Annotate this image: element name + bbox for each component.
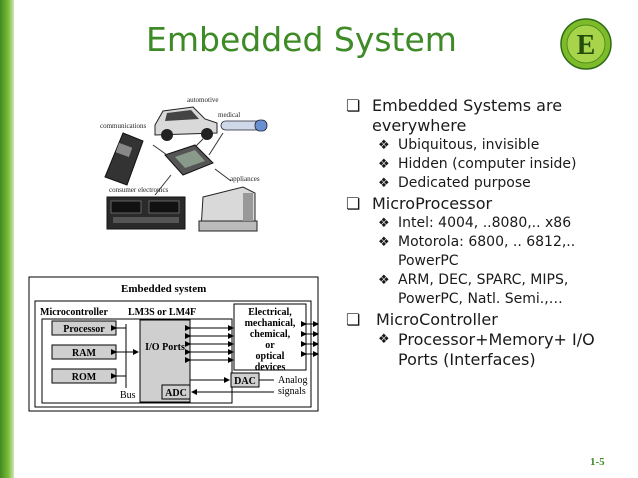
- applications-illustration: automotive medical communications applia…: [100, 96, 268, 232]
- diagram-title: Embedded system: [121, 283, 206, 295]
- checkbox-bullet-icon: ❏: [346, 194, 361, 213]
- checkbox-bullet-icon: ❏: [346, 96, 361, 115]
- list-item: ❖Ubiquitous, invisible: [378, 137, 540, 153]
- slide-title: Embedded System: [146, 20, 457, 59]
- list-item: ❖Dedicated purpose: [378, 175, 531, 191]
- list-item: ❖Hidden (computer inside): [378, 156, 577, 172]
- list-item: ❏Embedded Systems are everywhere: [346, 96, 563, 135]
- e-logo-icon: E: [560, 18, 612, 70]
- chip-icon: [164, 144, 214, 176]
- green-side-bar: [0, 0, 14, 478]
- ram-label: RAM: [72, 348, 96, 359]
- svg-text:mechanical,: mechanical,: [245, 318, 296, 329]
- list-item: ❏MicroController: [346, 310, 498, 329]
- bullet-list: ❏Embedded Systems are everywhere ❖Ubiqui…: [346, 95, 626, 370]
- page-number: 1-5: [590, 456, 605, 468]
- embedded-system-diagram: Embedded system Microcontroller LM3S or …: [28, 276, 319, 412]
- processor-label: Processor: [63, 324, 105, 335]
- diamond-bullet-icon: ❖: [378, 273, 390, 288]
- diamond-bullet-icon: ❖: [378, 216, 390, 231]
- label-communications: communications: [100, 122, 147, 130]
- svg-text:devices: devices: [255, 362, 286, 373]
- diamond-bullet-icon: ❖: [378, 138, 390, 153]
- adc-label: ADC: [165, 388, 187, 399]
- label-medical: medical: [218, 111, 240, 119]
- svg-text:chemical,: chemical,: [250, 329, 291, 340]
- io-ports-label: I/O Ports: [145, 342, 185, 353]
- stereo-icon: [106, 196, 186, 230]
- list-item: ❖Processor+Memory+ I/O Ports (Interfaces…: [378, 330, 595, 369]
- label-automotive: automotive: [187, 96, 219, 104]
- svg-text:or: or: [265, 340, 275, 351]
- list-item: ❏MicroProcessor: [346, 194, 493, 213]
- diamond-bullet-icon: ❖: [378, 157, 390, 172]
- list-item: ❖ARM, DEC, SPARC, MIPS, PowerPC, Natl. S…: [378, 272, 569, 307]
- logo-letter: E: [577, 30, 596, 61]
- bus-label: Bus: [120, 390, 136, 401]
- label-appliances: appliances: [230, 175, 260, 183]
- list-item: ❖Motorola: 6800, .. 6812,.. PowerPC: [378, 234, 576, 269]
- car-icon: [154, 106, 218, 141]
- signals-label: signals: [278, 386, 306, 397]
- svg-text:optical: optical: [256, 351, 285, 362]
- devices-label: Electrical, mechanical, chemical, or opt…: [245, 307, 296, 373]
- phone-icon: [104, 132, 144, 186]
- diamond-bullet-icon: ❖: [378, 235, 390, 250]
- dac-label: DAC: [234, 376, 256, 387]
- checkbox-bullet-icon: ❏: [346, 310, 361, 329]
- label-consumer-electronics: consumer electronics: [109, 186, 169, 194]
- microcontroller-label: Microcontroller: [40, 307, 108, 318]
- sewing-machine-icon: [198, 186, 258, 232]
- rom-label: ROM: [72, 372, 97, 383]
- list-item: ❖Intel: 4004, ..8080,.. x86: [378, 215, 572, 231]
- svg-text:Electrical,: Electrical,: [248, 307, 292, 318]
- diamond-bullet-icon: ❖: [378, 332, 390, 347]
- diamond-bullet-icon: ❖: [378, 176, 390, 191]
- medical-device-icon: [220, 119, 268, 132]
- chip-label: LM3S or LM4F: [128, 307, 196, 318]
- analog-label: Analog: [278, 375, 307, 386]
